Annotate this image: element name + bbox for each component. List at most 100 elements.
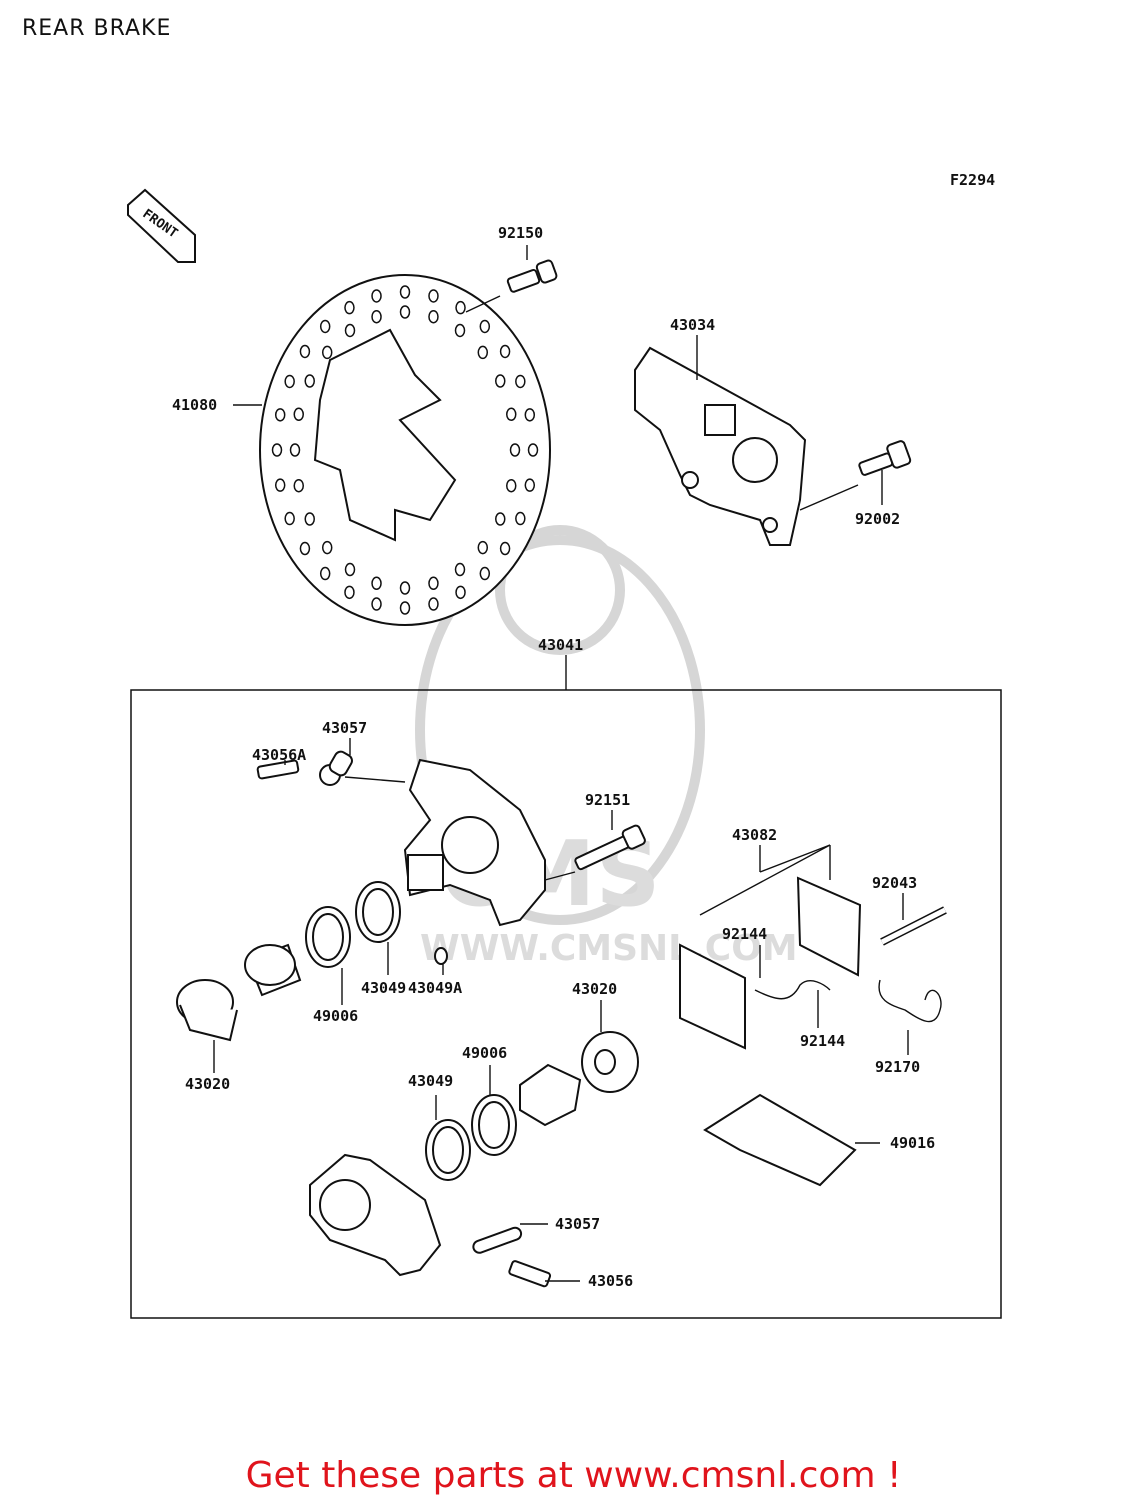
parts-diagram: CMS WWW.CMSNL.COM F2294 FRONT [127, 171, 1002, 1319]
label-92043: 92043 [872, 874, 917, 892]
disc-hole [454, 323, 466, 338]
label-92144-upper: 92144 [722, 925, 767, 943]
disc-hole [399, 601, 411, 615]
brake-pad-inner [679, 943, 746, 1050]
disc-hole [495, 374, 506, 388]
disc-hole [271, 443, 283, 457]
bleed-valve-lower [472, 1226, 552, 1288]
disc-hole [319, 566, 331, 581]
disc-hole [477, 345, 489, 360]
disc-hole [479, 319, 491, 334]
disc-hole [524, 478, 536, 492]
bolt-92002 [858, 440, 912, 476]
label-41080: 41080 [172, 396, 217, 414]
disc-hole [274, 478, 286, 492]
disc-hole [289, 443, 301, 457]
disc-hole [428, 597, 439, 611]
disc-hole [344, 323, 356, 338]
disc-hole [344, 562, 356, 577]
label-49006-lower: 49006 [462, 1044, 507, 1062]
disc-hole [299, 541, 311, 556]
disc-hole [495, 512, 506, 526]
page-title: REAR BRAKE [22, 16, 172, 41]
disc-hole [274, 408, 286, 422]
label-43049-lower: 43049 [408, 1072, 453, 1090]
leader-lines [213, 245, 909, 1282]
seal-49006-lower [471, 1094, 517, 1156]
disc-hole [428, 289, 439, 303]
bolt-92150 [506, 259, 558, 293]
label-43049A: 43049A [408, 979, 462, 997]
disc-hole [293, 407, 304, 422]
seal-43049-lower [425, 1119, 471, 1181]
pad-spring [754, 980, 831, 1000]
label-43020-upper: 43020 [185, 1075, 230, 1093]
bolt-92151 [574, 824, 646, 871]
footer-link[interactable]: Get these parts at www.cmsnl.com ! [245, 1455, 902, 1496]
label-92150: 92150 [498, 224, 543, 242]
disc-hole [284, 511, 295, 526]
disc-hole [371, 289, 382, 303]
disc-hole [321, 345, 333, 360]
disc-hole [293, 478, 304, 493]
pin-92043 [880, 906, 947, 946]
label-92144-lower: 92144 [800, 1032, 845, 1050]
disc-hole [371, 576, 382, 591]
disc-hole [524, 408, 536, 422]
piston-43020-upper [176, 979, 238, 1042]
label-49006-upper: 49006 [313, 1007, 358, 1025]
piston-insulator-lower [519, 1063, 582, 1127]
disc-hole [506, 478, 517, 493]
label-92170: 92170 [875, 1058, 920, 1076]
disc-hole [499, 344, 511, 359]
disc-hole [344, 585, 355, 600]
label-92151: 92151 [585, 791, 630, 809]
disc-hole [319, 319, 331, 334]
disc-hole [399, 285, 411, 299]
disc-hole [371, 597, 382, 611]
caliper-half-lower [309, 1153, 442, 1277]
disc-hole [506, 407, 517, 422]
piston-insulator-upper [244, 943, 302, 997]
disc-hole [371, 309, 382, 324]
disc-hole [527, 443, 539, 457]
disc-hole [455, 300, 466, 315]
brake-disc [259, 274, 551, 626]
disc-hole [304, 374, 315, 388]
label-43057-lower: 43057 [555, 1215, 600, 1233]
label-43056: 43056 [588, 1272, 633, 1290]
disc-hole [299, 344, 311, 359]
label-49016: 49016 [890, 1134, 935, 1152]
bleed-valve-upper [256, 750, 353, 786]
disc-hole [344, 300, 355, 315]
piston-43020-lower [581, 1031, 639, 1093]
label-92002: 92002 [855, 510, 900, 528]
label-43034: 43034 [670, 316, 715, 334]
label-43082: 43082 [732, 826, 777, 844]
disc-hole [509, 443, 521, 457]
figure-code: F2294 [950, 171, 995, 189]
brake-pad-outer [796, 876, 862, 977]
seal-43049-upper [355, 881, 401, 943]
disc-hole [304, 512, 315, 526]
seal-49006-upper [305, 906, 351, 968]
disc-hole [399, 305, 411, 319]
caliper-half-upper [403, 758, 546, 927]
front-arrow-icon: FRONT [127, 188, 196, 263]
disc-hole [455, 585, 466, 600]
disc-hole [515, 511, 526, 526]
pad-shim [703, 1093, 857, 1187]
disc-hole [284, 374, 295, 389]
label-43056A: 43056A [252, 746, 306, 764]
label-43057-upper: 43057 [322, 719, 367, 737]
label-43049-upper: 43049 [361, 979, 406, 997]
disc-hole [428, 309, 439, 324]
label-43020-lower: 43020 [572, 980, 617, 998]
disc-hole [477, 540, 489, 555]
disc-hole [479, 566, 491, 581]
part-labels: 92150 41080 43034 92002 43041 43057 4305… [172, 224, 935, 1290]
label-43041: 43041 [538, 636, 583, 654]
disc-hole [321, 540, 333, 555]
caliper-bracket [634, 346, 807, 546]
disc-hole [399, 581, 411, 595]
